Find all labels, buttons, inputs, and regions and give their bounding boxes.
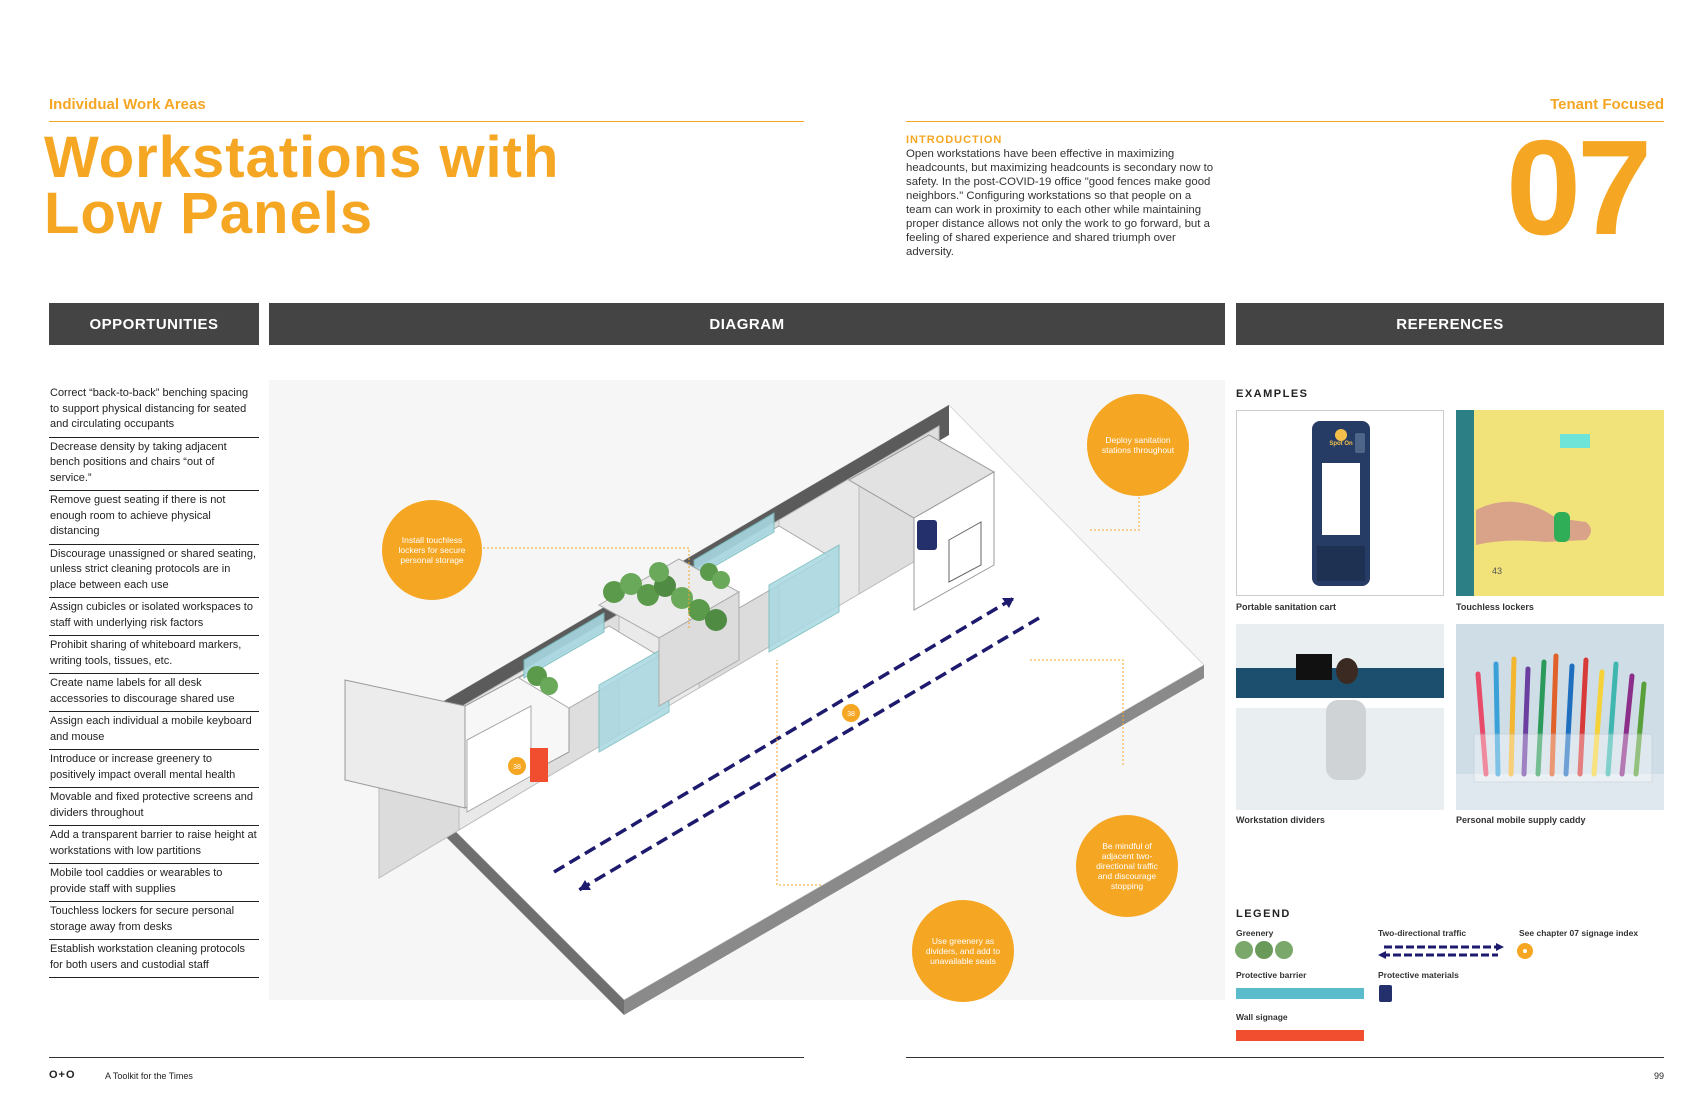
signage-index-icon (1517, 943, 1533, 959)
planter-row (527, 558, 741, 707)
intro-heading: INTRODUCTION (906, 134, 1003, 146)
wall-signage-swatch (1236, 1030, 1364, 1041)
list-item: Create name labels for all desk accessor… (49, 674, 259, 712)
floor-edge-right (624, 665, 1204, 1015)
list-item: Add a transparent barrier to raise heigh… (49, 826, 259, 864)
callout-traffic: Be mindful of adjacent two-directional t… (1076, 815, 1178, 917)
callout-sanitation: Deploy sanitation stations throughout (1087, 394, 1189, 496)
chapter-number: 07 (1506, 112, 1652, 263)
footer-title: A Toolkit for the Times (105, 1071, 193, 1081)
title-line-2: Low Panels (44, 181, 374, 246)
list-item: Discourage unassigned or shared seating,… (49, 545, 259, 598)
list-item: Decrease density by taking adjacent benc… (49, 438, 259, 491)
wearable-icon (1554, 512, 1570, 542)
examples-heading: EXAMPLES (1236, 388, 1309, 400)
photo-touchless-lockers: 43 (1456, 410, 1664, 596)
person-head (1336, 658, 1358, 684)
list-item: Mobile tool caddies or wearables to prov… (49, 864, 259, 902)
header-rule-right (906, 121, 1664, 122)
photo-supply-caddy (1456, 624, 1664, 810)
list-item: Touchless lockers for secure personal st… (49, 902, 259, 940)
list-item: Movable and fixed protective screens and… (49, 788, 259, 826)
list-item: Introduce or increase greenery to positi… (49, 750, 259, 788)
signage-badge (842, 704, 860, 722)
opportunities-bar: OPPORTUNITIES (49, 303, 259, 345)
page-number: 99 (1653, 1071, 1664, 1081)
protective-materials-icon (1379, 985, 1392, 1002)
cart-label: Spot On (1329, 441, 1353, 447)
sanitation-cart-illustration (1312, 421, 1370, 586)
footer-rule-left (49, 1057, 804, 1058)
photo-workstation-dividers (1236, 624, 1444, 810)
page-title: Workstations with Low Panels (44, 125, 560, 246)
list-item: Remove guest seating if there is not eno… (49, 491, 259, 545)
list-item: Assign each individual a mobile keyboard… (49, 712, 259, 750)
locker-display (1560, 434, 1590, 448)
callout-greenery: Use greenery as dividers, and add to una… (912, 900, 1014, 1002)
legend-greenery-label: Greenery (1236, 928, 1274, 938)
photo-sanitation-cart: Spot On (1236, 410, 1444, 596)
arrowhead-icon (1002, 598, 1014, 608)
legend-two-directional-label: Two-directional traffic (1378, 928, 1467, 938)
signage-badge-label: 38 (847, 711, 855, 718)
legend-signage-index-label: See chapter 07 signage index (1519, 928, 1639, 938)
sanitation-room (847, 434, 996, 611)
section-label-right: Tenant Focused (1550, 96, 1664, 113)
list-item: Assign cubicles or isolated workspaces t… (49, 598, 259, 636)
monitor (1296, 654, 1332, 680)
footer-logo: O+O (49, 1069, 76, 1081)
section-label-left: Individual Work Areas (49, 96, 206, 113)
caption-touchless-lockers: Touchless lockers (1456, 602, 1534, 612)
legend-wall-signage-label: Wall signage (1236, 1012, 1288, 1022)
references-bar: REFERENCES (1236, 303, 1664, 345)
greenery-icon (1235, 941, 1293, 959)
legend-barrier-label: Protective barrier (1236, 970, 1307, 980)
list-item: Establish workstation cleaning protocols… (49, 940, 259, 978)
wall-signage (530, 748, 548, 782)
office-chair (1326, 700, 1366, 780)
callout-lockers: Install touchless lockers for secure per… (382, 500, 482, 600)
signage-badge (508, 757, 526, 775)
cart-logo-icon (1335, 429, 1347, 441)
locker-door-edge (1456, 410, 1474, 596)
intro-text: Open workstations have been effective in… (906, 148, 1214, 258)
two-directional-traffic-icon (1378, 943, 1504, 959)
legend-heading: LEGEND (1236, 908, 1291, 920)
locker-number: 43 (1492, 566, 1503, 576)
diagram-bar: DIAGRAM (269, 303, 1225, 345)
title-line-1: Workstations with (44, 125, 560, 190)
caption-supply-caddy: Personal mobile supply caddy (1456, 815, 1586, 825)
header-rule-left (49, 121, 804, 122)
protective-barrier-swatch (1236, 988, 1364, 999)
opportunities-list: Correct “back-to-back” benching spacing … (49, 384, 259, 978)
list-item: Correct “back-to-back” benching spacing … (49, 384, 259, 438)
isometric-diagram: 38 38 (269, 380, 1225, 1015)
arrowhead-icon (579, 880, 591, 890)
caption-workstation-dividers: Workstation dividers (1236, 815, 1325, 825)
caption-sanitation-cart: Portable sanitation cart (1236, 602, 1337, 612)
footer-rule-right (906, 1057, 1664, 1058)
supply-caddy-illustration (1456, 653, 1664, 810)
signage-badge-label: 38 (513, 764, 521, 771)
legend-materials-label: Protective materials (1378, 970, 1459, 980)
list-item: Prohibit sharing of whiteboard markers, … (49, 636, 259, 674)
wrist-illustration (1476, 501, 1591, 545)
